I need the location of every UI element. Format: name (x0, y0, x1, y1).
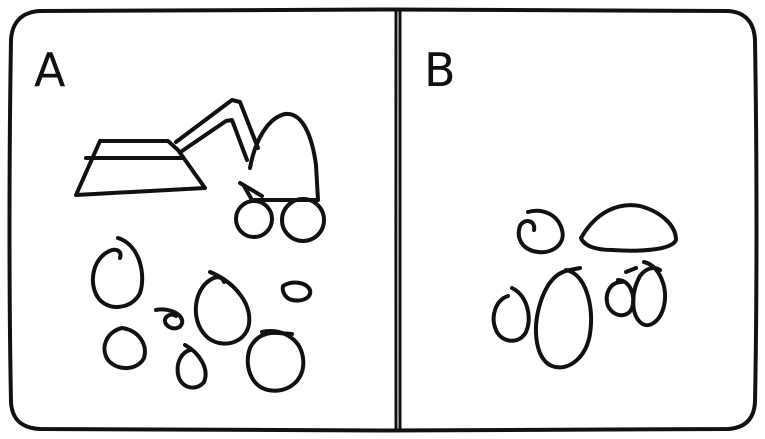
panel-b-label: B (424, 43, 456, 97)
rock-pile-a (91, 236, 313, 393)
panel-divider (394, 10, 398, 430)
panel-divider-second-stroke (398, 10, 402, 430)
panel-b: B (424, 43, 678, 370)
panel-a: A (34, 43, 326, 393)
panel-a-label: A (34, 43, 66, 97)
outer-frame (7, 7, 759, 433)
excavator-drawing (74, 98, 326, 243)
rock-pile-b (491, 203, 678, 370)
